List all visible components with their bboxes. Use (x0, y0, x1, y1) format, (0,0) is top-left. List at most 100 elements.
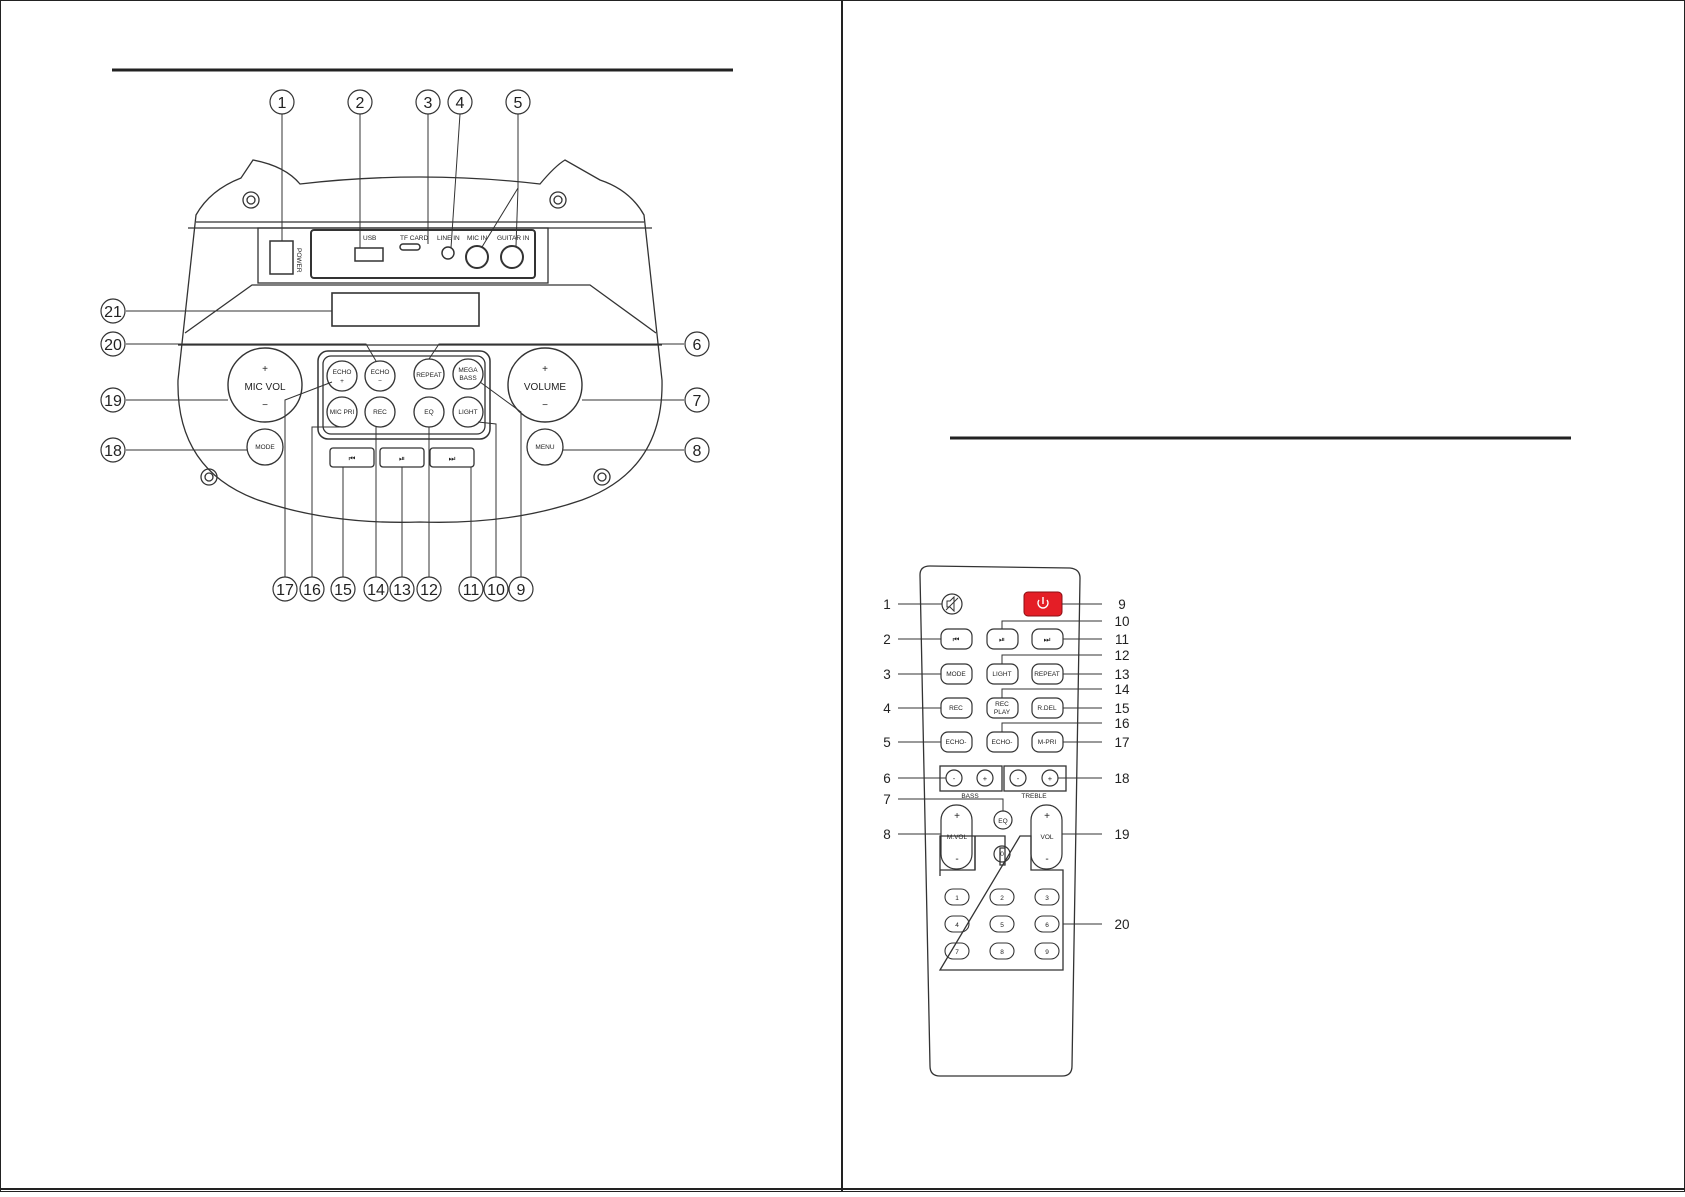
speaker-callout-15: 15 (330, 576, 356, 602)
vol-minus: - (1045, 854, 1048, 865)
light-label: LIGHT (458, 409, 477, 416)
remote-callout-1: 1 (883, 597, 891, 612)
guitar-in-jack (500, 245, 524, 269)
speaker-callout-14: 14 (363, 576, 389, 602)
remote-rec-play-label-1: REC (995, 701, 1009, 708)
guitar-in-label: GUITAR IN (497, 235, 530, 242)
bass-minus-label: - (953, 774, 956, 783)
speaker-callout-4: 4 (447, 89, 473, 115)
numpad-key-9[interactable]: 9 (1034, 942, 1060, 960)
prev-button[interactable] (329, 447, 375, 468)
mega-bass-button[interactable] (452, 358, 484, 390)
remote-callout-19: 19 (1114, 827, 1129, 842)
volume-knob[interactable] (507, 347, 583, 423)
echo-minus-button[interactable] (364, 360, 396, 392)
speaker-callout-12: 12 (416, 576, 442, 602)
speaker-callout-label: 12 (420, 582, 438, 599)
treble-label: TREBLE (1021, 793, 1047, 800)
vol-label: VOL (1040, 834, 1053, 841)
rec-label: REC (373, 409, 387, 416)
mode-button[interactable] (246, 428, 284, 466)
lcd-display (331, 292, 480, 327)
m-vol-rocker[interactable] (940, 804, 973, 870)
treble-box (1003, 765, 1067, 792)
numpad-key-2[interactable]: 2 (989, 888, 1015, 906)
remote-callout-2: 2 (883, 632, 891, 647)
numpad-key-7[interactable]: 7 (944, 942, 970, 960)
speaker-callout-18: 18 (100, 437, 126, 463)
numpad-key-5[interactable]: 5 (989, 915, 1015, 933)
mic-vol-knob[interactable] (227, 347, 303, 423)
mute-icon (945, 595, 959, 613)
speaker-callout-3: 3 (415, 89, 441, 115)
speaker-callout-label: 4 (456, 95, 465, 112)
echo-minus-sign: − (378, 378, 382, 385)
rec-button[interactable] (364, 396, 396, 428)
numpad-key-label: 1 (955, 895, 959, 902)
speaker-callout-21: 21 (100, 298, 126, 324)
numpad: 1 2 3 4 5 6 7 8 9 (944, 888, 1060, 960)
play-pause-icon: ⏯ (399, 454, 405, 463)
remote-echo-minus-mid-label: ECHO- (992, 739, 1013, 746)
remote-leader-lines (898, 603, 1102, 925)
remote-body (919, 565, 1081, 1077)
echo-plus-sign: + (340, 378, 344, 385)
mic-vol-plus: + (262, 364, 268, 375)
numpad-key-label: 8 (1000, 949, 1004, 956)
volume-minus: − (542, 400, 548, 411)
speaker-callout-label: 9 (517, 582, 526, 599)
vol-rocker[interactable] (1030, 804, 1063, 870)
echo-plus-button[interactable] (326, 360, 358, 392)
numpad-key-3[interactable]: 3 (1034, 888, 1060, 906)
remote-m-pri-label: M-PRI (1038, 739, 1057, 746)
speaker-callout-label: 5 (514, 95, 523, 112)
numpad-key-label: 4 (955, 922, 959, 929)
mic-vol-minus: − (262, 400, 268, 411)
numpad-key-label: 9 (1045, 949, 1049, 956)
tf-card-label: TF CARD (400, 235, 428, 242)
treble-minus-button[interactable] (1009, 769, 1027, 787)
zero-button[interactable] (993, 845, 1011, 863)
remote-callout-9: 9 (1118, 597, 1126, 612)
line-in-label: LINE IN (437, 235, 460, 242)
repeat-label: REPEAT (416, 372, 442, 379)
vol-plus: + (1044, 811, 1050, 822)
speaker-callout-label: 15 (334, 582, 352, 599)
numpad-key-8[interactable]: 8 (989, 942, 1015, 960)
numpad-key-label: 3 (1045, 895, 1049, 902)
mega-bass-label-2: BASS (459, 375, 477, 382)
numpad-key-label: 7 (955, 949, 959, 956)
usb-port (354, 247, 384, 262)
speaker-callout-label: 19 (104, 393, 122, 410)
remote-callout-4: 4 (883, 701, 891, 716)
numpad-key-label: 2 (1000, 895, 1004, 902)
remote-callout-16: 16 (1114, 716, 1129, 731)
bass-plus-button[interactable] (976, 769, 994, 787)
speaker-callout-6: 6 (684, 331, 710, 357)
mic-pri-label: MIC PRI (330, 409, 355, 416)
port-plate (310, 229, 536, 279)
speaker-callout-label: 16 (303, 582, 321, 599)
eq-label: EQ (424, 409, 433, 416)
button-cluster-inner (322, 355, 486, 435)
echo-plus-label: ECHO (333, 369, 352, 376)
speaker-callout-label: 18 (104, 443, 122, 460)
next-button[interactable] (429, 447, 475, 468)
bass-label: BASS (961, 793, 979, 800)
speaker-callout-11: 11 (458, 576, 484, 602)
speaker-callout-label: 14 (367, 582, 385, 599)
m-vol-label: M.VOL (947, 834, 968, 841)
remote-callout-10: 10 (1114, 614, 1129, 629)
menu-button[interactable] (526, 428, 564, 466)
ports (269, 240, 524, 275)
numpad-key-4[interactable]: 4 (944, 915, 970, 933)
numpad-key-6[interactable]: 6 (1034, 915, 1060, 933)
speaker-callout-17: 17 (272, 576, 298, 602)
port-bay (257, 227, 549, 284)
numpad-key-1[interactable]: 1 (944, 888, 970, 906)
light-button[interactable] (452, 396, 484, 428)
remote-callout-15: 15 (1114, 701, 1129, 716)
speaker-callout-label: 21 (104, 304, 122, 321)
speaker-callout-label: 6 (693, 337, 702, 354)
